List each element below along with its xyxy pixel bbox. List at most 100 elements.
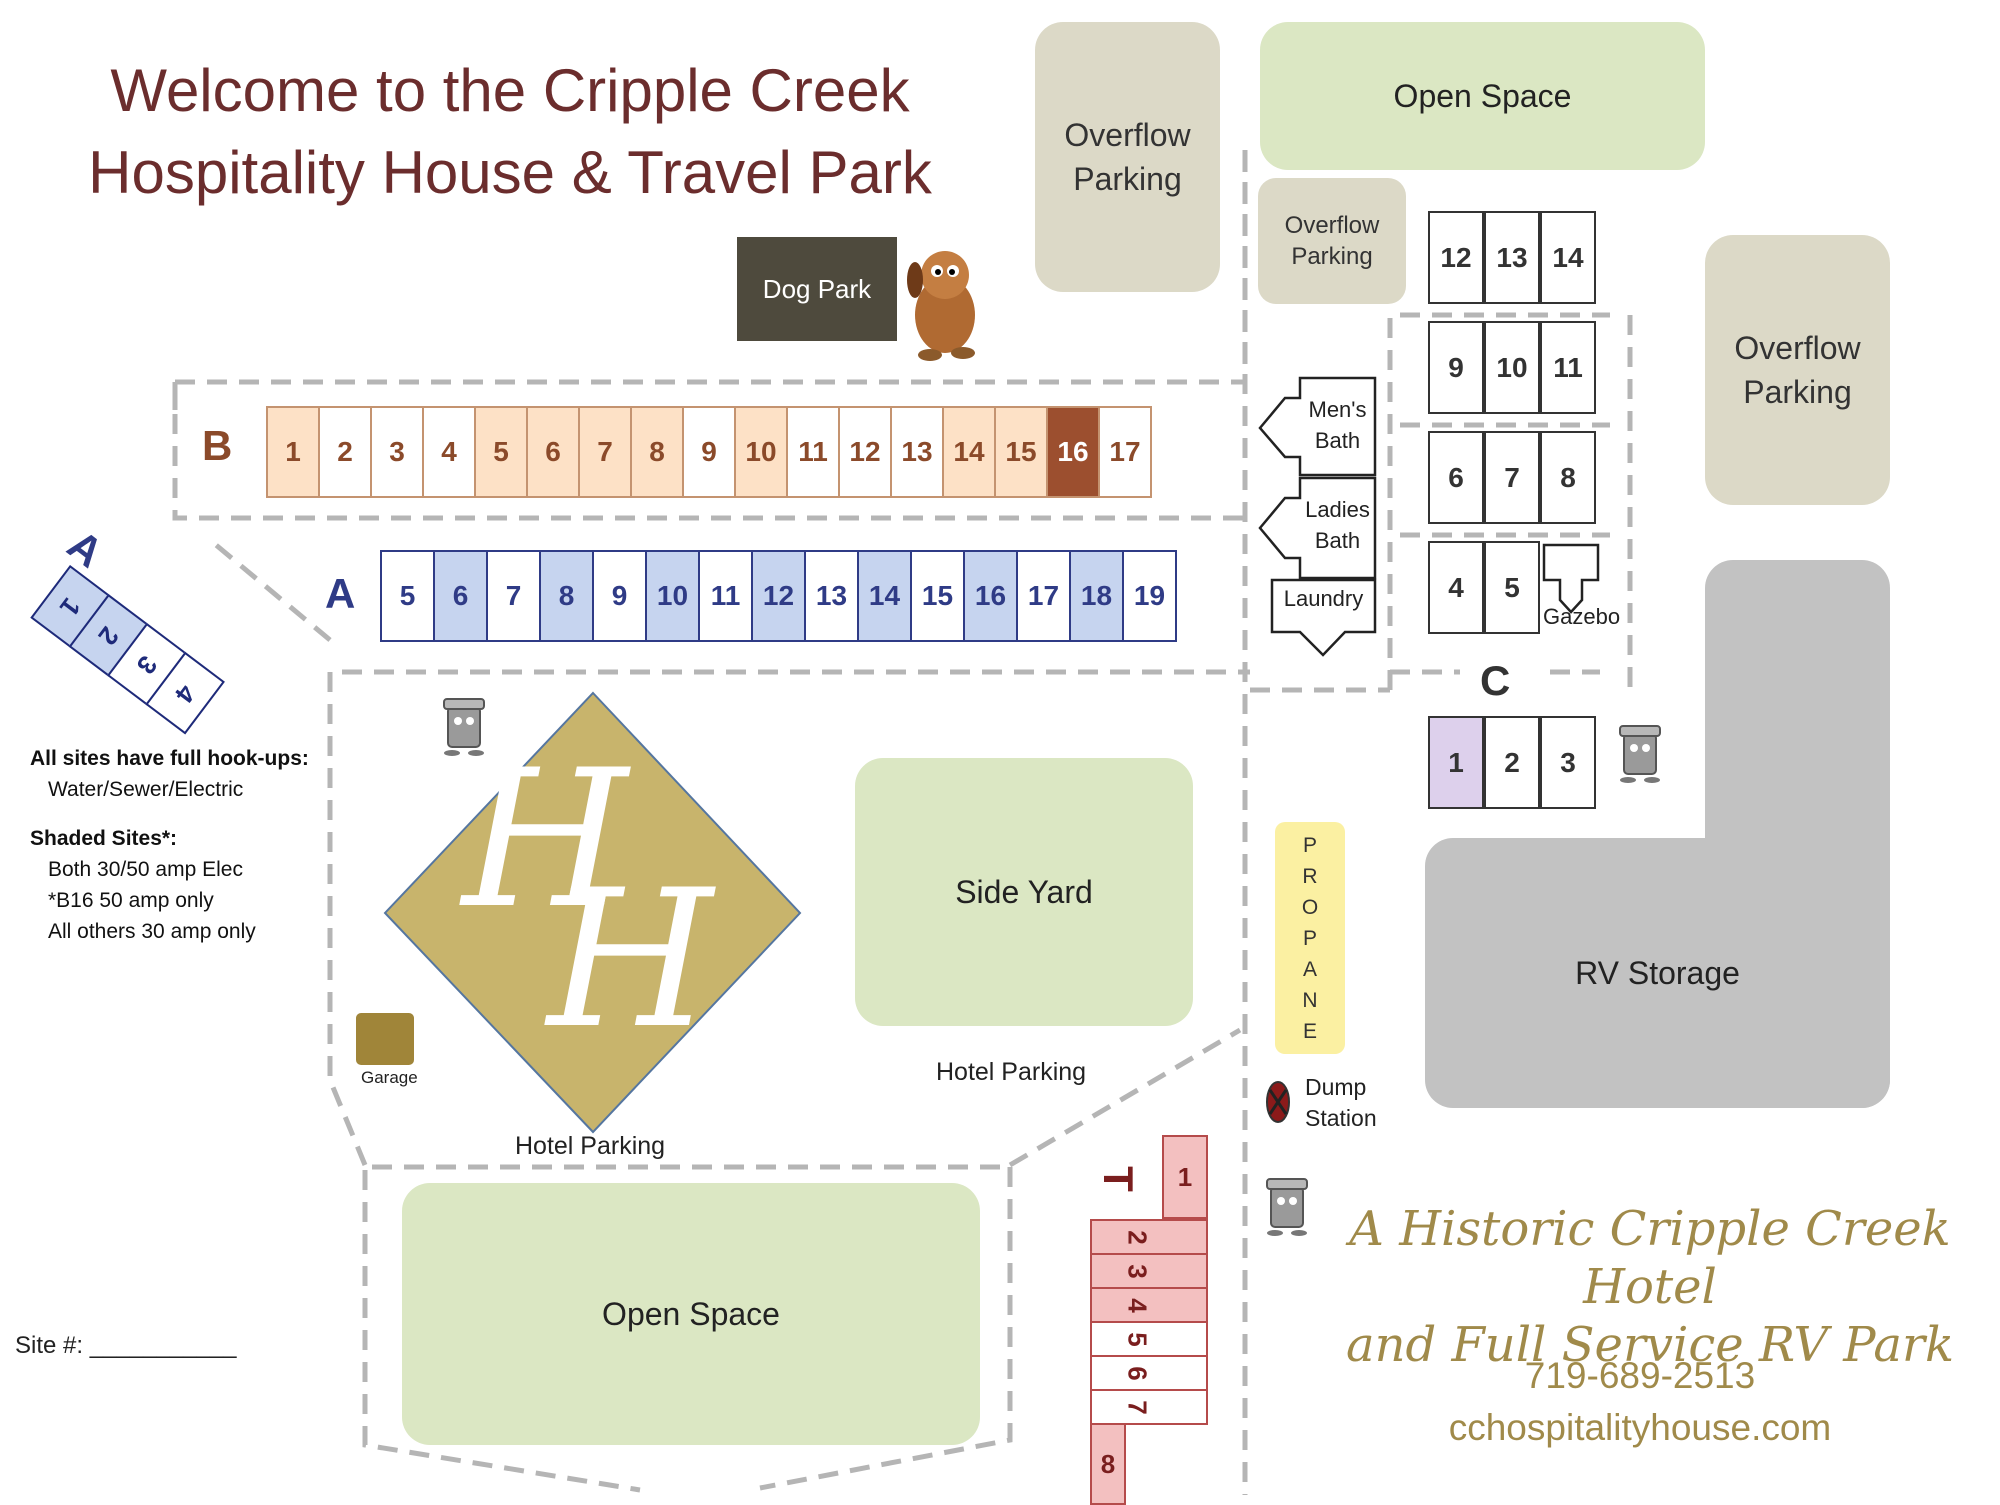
open-space-top: Open Space <box>1260 22 1705 170</box>
site-c-5[interactable]: 5 <box>1484 541 1540 634</box>
site-a-13[interactable]: 13 <box>804 550 859 642</box>
site-c-empty[interactable] <box>1540 541 1596 634</box>
ladies-bath: Ladies Bath <box>1305 497 1370 553</box>
open-space-bottom: Open Space <box>402 1183 980 1445</box>
shaded-item-3: All others 30 amp only <box>48 920 256 943</box>
site-t-3[interactable]: 3 <box>1090 1253 1208 1289</box>
site-a-16[interactable]: 16 <box>963 550 1018 642</box>
rv-storage-arm <box>1705 560 1890 1108</box>
site-b-14[interactable]: 14 <box>942 406 996 498</box>
site-c-12[interactable]: 12 <box>1428 211 1484 304</box>
hookups-value: Water/Sewer/Electric <box>48 778 244 801</box>
mens-bath: Men's Bath <box>1308 397 1367 453</box>
site-a-side-label: 3 <box>130 649 164 680</box>
site-c-10[interactable]: 10 <box>1484 321 1540 414</box>
site-a-7[interactable]: 7 <box>486 550 541 642</box>
site-t-5[interactable]: 5 <box>1090 1321 1208 1357</box>
site-t-label: 7 <box>1122 1399 1153 1415</box>
shaded-item-1: Both 30/50 amp Elec <box>48 858 243 881</box>
site-a-17[interactable]: 17 <box>1016 550 1071 642</box>
site-t-6[interactable]: 6 <box>1090 1355 1208 1391</box>
site-a-9[interactable]: 9 <box>592 550 647 642</box>
section-c-label: C <box>1480 657 1511 704</box>
contact-info: 719-689-2513 cchospitalityhouse.com <box>1390 1350 1890 1454</box>
hotel-parking-right-label: Hotel Parking <box>936 1058 1087 1086</box>
site-a-6[interactable]: 6 <box>433 550 488 642</box>
site-b-6[interactable]: 6 <box>526 406 580 498</box>
site-b-17[interactable]: 17 <box>1098 406 1152 498</box>
site-a-8[interactable]: 8 <box>539 550 594 642</box>
site-t-label: 5 <box>1122 1331 1153 1347</box>
site-t-label: 6 <box>1122 1365 1153 1381</box>
hookups-title: All sites have full hook-ups: <box>30 747 309 770</box>
site-b-1[interactable]: 1 <box>266 406 320 498</box>
website-link[interactable]: cchospitalityhouse.com <box>1448 1407 1832 1448</box>
site-c-1[interactable]: 1 <box>1428 716 1484 809</box>
shaded-item-2: *B16 50 amp only <box>48 889 214 912</box>
site-c-9[interactable]: 9 <box>1428 321 1484 414</box>
site-t-2[interactable]: 2 <box>1090 1219 1208 1255</box>
site-a-side-label: 4 <box>169 678 202 709</box>
site-b-10[interactable]: 10 <box>734 406 788 498</box>
rv-storage-label-cover: RV Storage <box>1575 954 1740 991</box>
site-a-19[interactable]: 19 <box>1122 550 1177 642</box>
trash-can-mascot-icon <box>443 698 1661 1236</box>
site-c-8[interactable]: 8 <box>1540 431 1596 524</box>
dog-park: Dog Park <box>737 237 897 341</box>
site-t-label: 4 <box>1122 1297 1153 1313</box>
laundry: Laundry <box>1283 585 1364 611</box>
site-a-11[interactable]: 11 <box>698 550 753 642</box>
phone-number: 719-689-2513 <box>1524 1355 1756 1396</box>
title-line-2: Hospitality House & Travel Park <box>88 139 932 206</box>
side-yard: Side Yard <box>855 758 1193 1026</box>
site-b-7[interactable]: 7 <box>578 406 632 498</box>
site-b-16[interactable]: 16 <box>1046 406 1100 498</box>
site-number-field[interactable]: Site #: ___________ <box>15 1332 237 1359</box>
site-a-12[interactable]: 12 <box>751 550 806 642</box>
overflow-parking-top: Overflow Parking <box>1035 22 1220 292</box>
site-b-8[interactable]: 8 <box>630 406 684 498</box>
site-t-1[interactable]: 1 <box>1162 1135 1208 1219</box>
site-t-8[interactable]: 8 <box>1090 1423 1126 1505</box>
arrow-left-icon <box>1258 376 1377 477</box>
site-c-7[interactable]: 7 <box>1484 431 1540 524</box>
site-c-2[interactable]: 2 <box>1484 716 1540 809</box>
site-b-12[interactable]: 12 <box>838 406 892 498</box>
dog-mascot-icon <box>907 251 975 361</box>
site-c-6[interactable]: 6 <box>1428 431 1484 524</box>
site-c-13[interactable]: 13 <box>1484 211 1540 304</box>
site-b-5[interactable]: 5 <box>474 406 528 498</box>
site-b-3[interactable]: 3 <box>370 406 424 498</box>
site-c-4[interactable]: 4 <box>1428 541 1484 634</box>
site-c-11[interactable]: 11 <box>1540 321 1596 414</box>
site-b-11[interactable]: 11 <box>786 406 840 498</box>
site-a-15[interactable]: 15 <box>910 550 965 642</box>
roads <box>172 150 1633 1495</box>
title-line-1: Welcome to the Cripple Creek <box>110 57 910 124</box>
site-b-2[interactable]: 2 <box>318 406 372 498</box>
site-a-18[interactable]: 18 <box>1069 550 1124 642</box>
site-c-3[interactable]: 3 <box>1540 716 1596 809</box>
site-a-14[interactable]: 14 <box>857 550 912 642</box>
site-b-9[interactable]: 9 <box>682 406 736 498</box>
propane-tank-area: P R O P A N E <box>1275 822 1345 1054</box>
arrow-down-icon <box>1270 578 1377 657</box>
section-b-label: B <box>202 422 233 469</box>
site-c-14[interactable]: 14 <box>1540 211 1596 304</box>
site-a-5[interactable]: 5 <box>380 550 435 642</box>
gazebo-label: Gazebo <box>1543 604 1621 629</box>
site-t-4[interactable]: 4 <box>1090 1287 1208 1323</box>
site-t-label: 1 <box>1177 1161 1193 1192</box>
site-b-15[interactable]: 15 <box>994 406 1048 498</box>
site-b-13[interactable]: 13 <box>890 406 944 498</box>
site-a-10[interactable]: 10 <box>645 550 700 642</box>
section-a-label: A <box>325 570 356 617</box>
logo-letter-1: H <box>459 729 631 950</box>
site-t-7[interactable]: 7 <box>1090 1389 1208 1425</box>
site-a-side-label: 2 <box>92 620 126 651</box>
site-b-4[interactable]: 4 <box>422 406 476 498</box>
